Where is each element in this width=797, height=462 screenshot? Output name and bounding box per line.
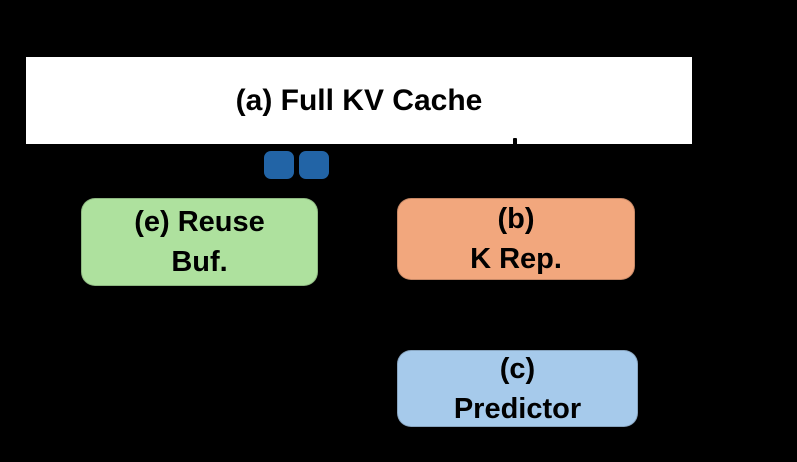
- full-kv-cache-box: (a) Full KV Cache: [26, 57, 692, 144]
- token-square: [264, 151, 294, 179]
- reuse-buf-box: (e) Reuse Buf.: [81, 198, 318, 286]
- k-rep-label-line1: (b): [497, 203, 535, 235]
- full-kv-cache-label: (a) Full KV Cache: [235, 83, 483, 117]
- token-row: [264, 151, 329, 179]
- predictor-label-line2: Predictor: [453, 392, 582, 425]
- predictor-label-line1: (c): [499, 352, 536, 385]
- token-square: [299, 151, 329, 179]
- predictor-box: (c) Predictor: [397, 350, 638, 427]
- reuse-buf-label-line2: Buf.: [171, 246, 228, 278]
- k-rep-box: (b) K Rep.: [397, 198, 635, 280]
- reuse-buf-label-line1: (e) Reuse: [134, 206, 265, 238]
- arrow-tip: [513, 138, 517, 144]
- k-rep-label-line2: K Rep.: [470, 243, 562, 275]
